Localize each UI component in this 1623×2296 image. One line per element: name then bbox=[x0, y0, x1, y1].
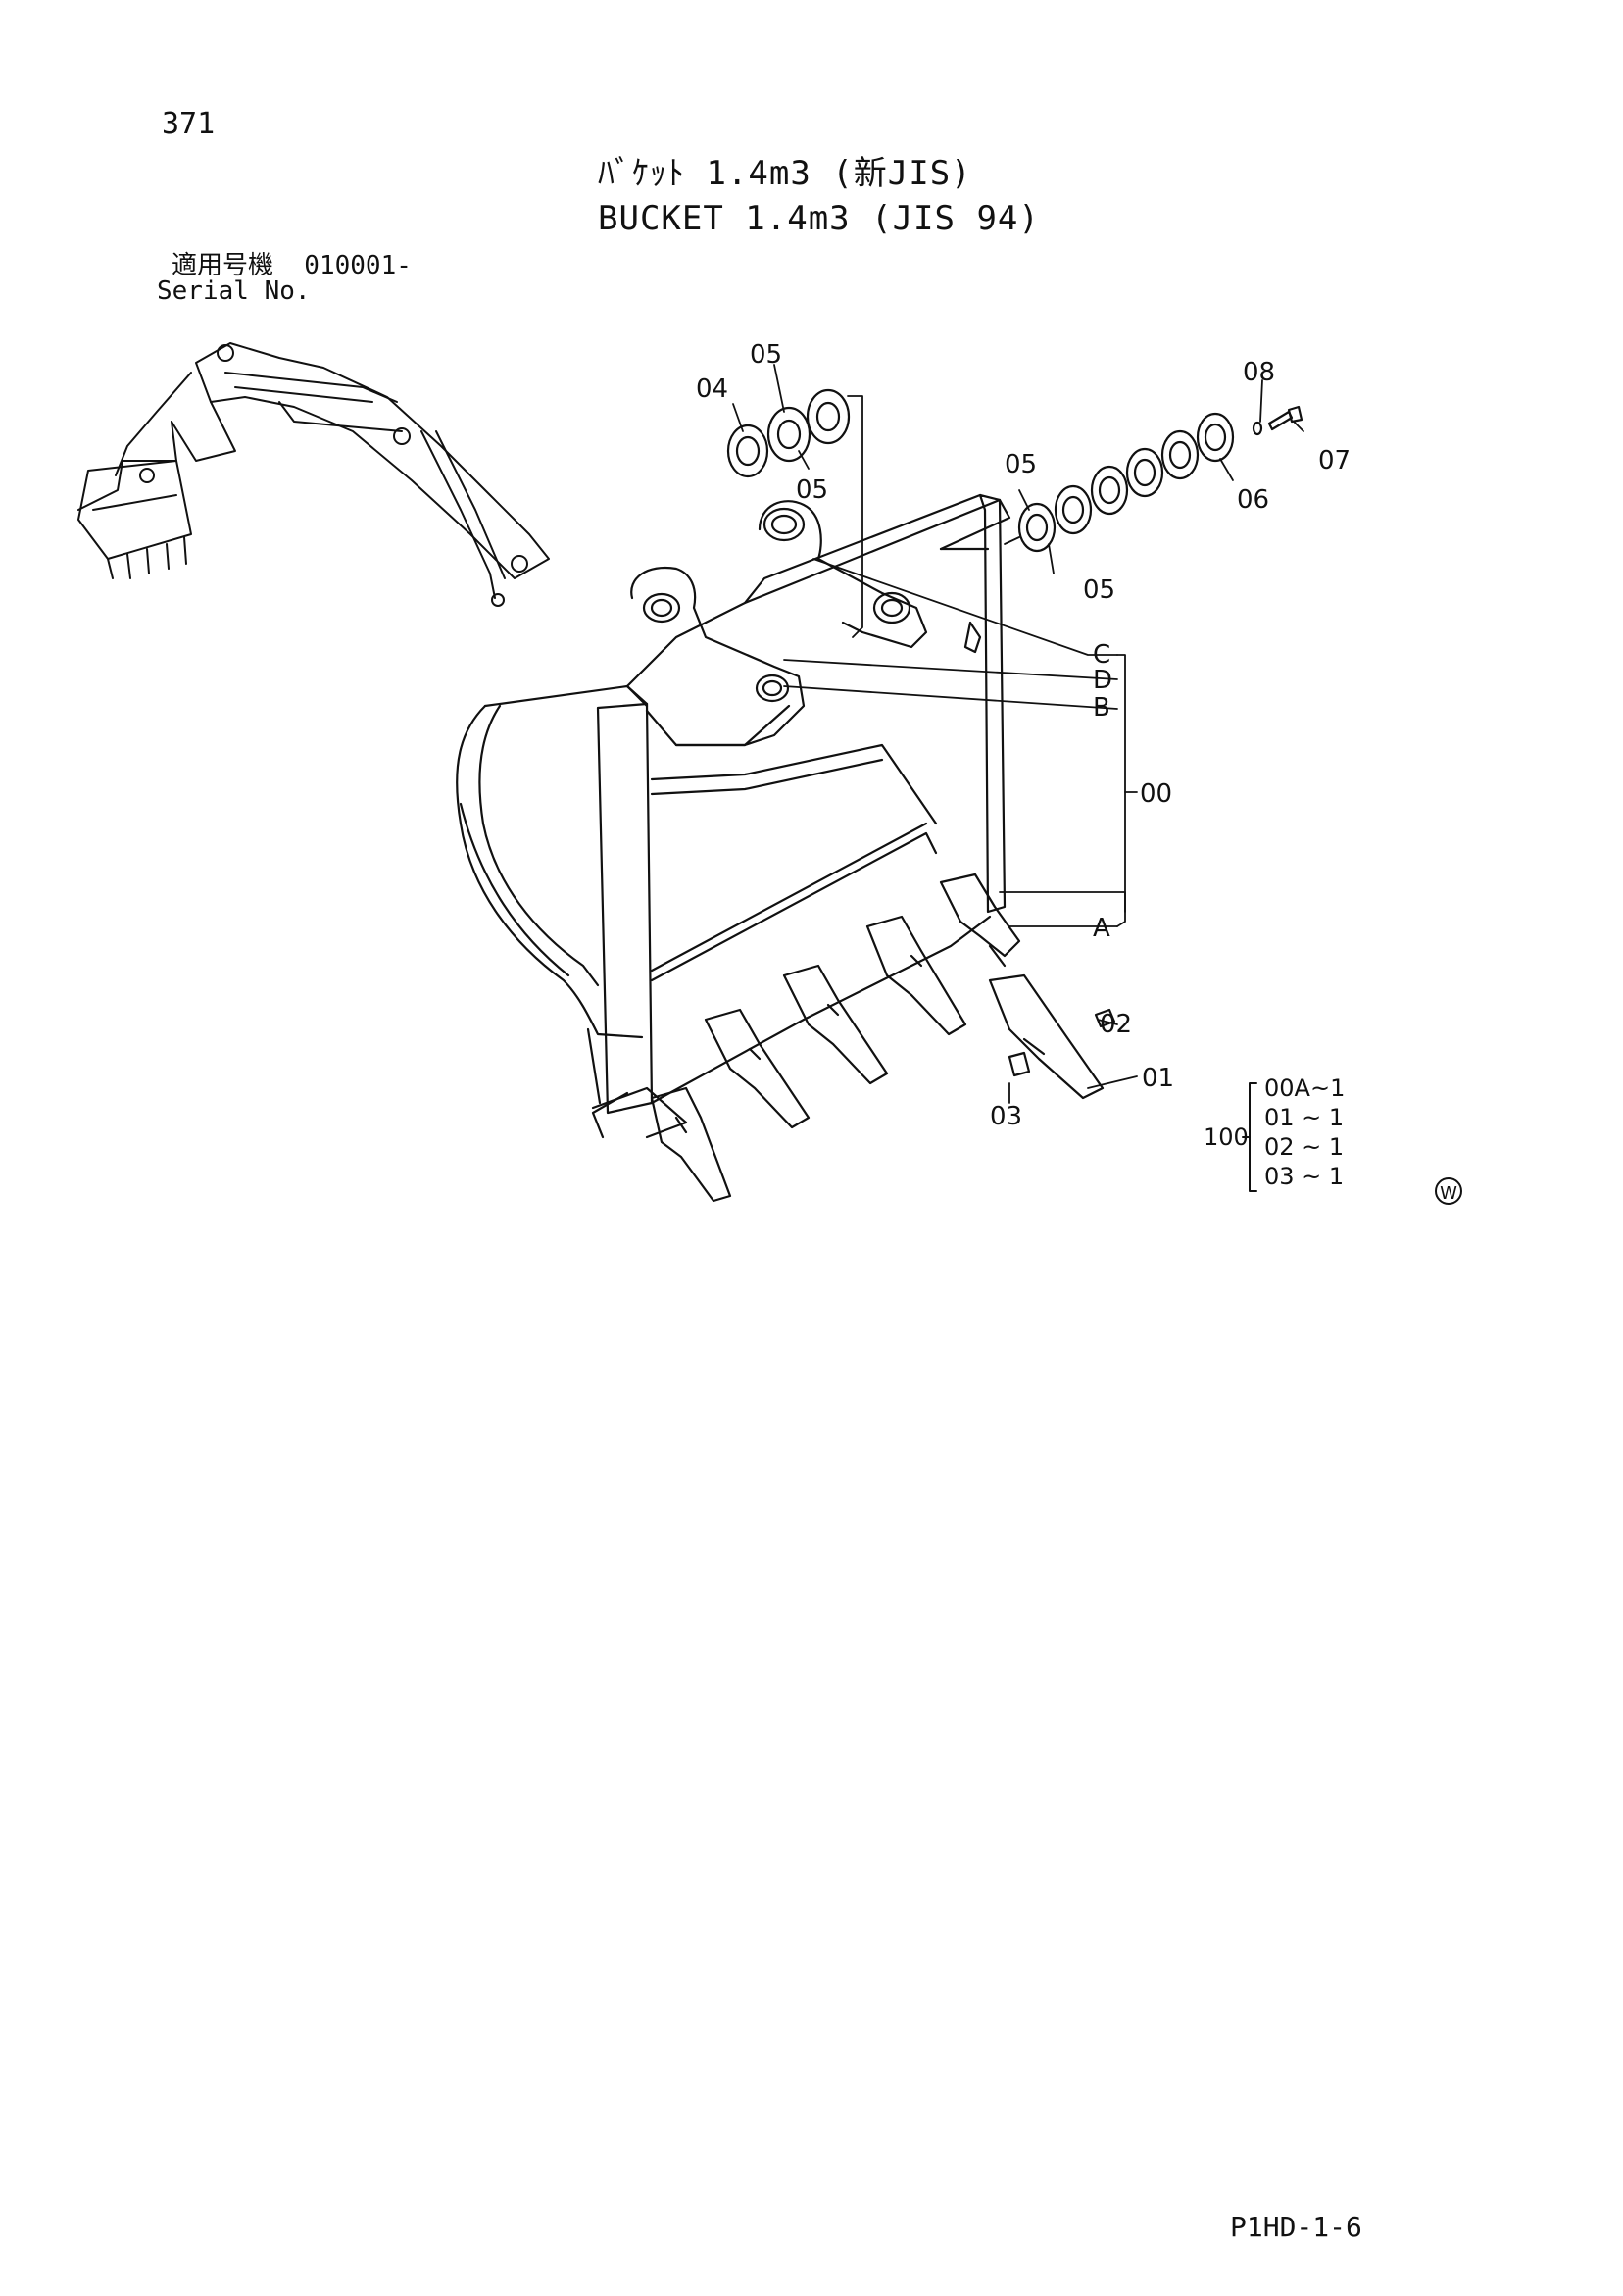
quantity-table: 100 00A~1 01 ~ 1 02 ~ 1 03 ~ 1 bbox=[1204, 1074, 1345, 1192]
bucket-teeth bbox=[650, 873, 1116, 1203]
callout-labels: 04 05 05 05 05 08 07 06 C D B 00 A 02 01… bbox=[696, 340, 1351, 1131]
footer-code: P1HD-1-6 bbox=[1230, 2211, 1362, 2243]
title-japanese: ﾊﾞｹｯﾄ 1.4m3 (新JIS) bbox=[598, 154, 972, 193]
callout-05: 05 bbox=[1083, 575, 1115, 605]
quantity-row: 03 ~ 1 bbox=[1264, 1163, 1344, 1190]
callout-A: A bbox=[1093, 914, 1110, 943]
title-english: BUCKET 1.4m3 (JIS 94) bbox=[598, 199, 1040, 238]
serial-label-japanese: 適用号機 010001- bbox=[172, 251, 412, 280]
quantity-group-number: 100 bbox=[1204, 1123, 1249, 1151]
quantity-row: 00A~1 bbox=[1264, 1074, 1345, 1102]
callout-05: 05 bbox=[796, 475, 828, 505]
callout-C: C bbox=[1093, 640, 1110, 670]
serial-label-english: Serial No. bbox=[157, 276, 311, 306]
callout-01: 01 bbox=[1142, 1064, 1174, 1093]
quantity-row: 01 ~ 1 bbox=[1264, 1104, 1344, 1131]
page-number: 371 bbox=[162, 107, 216, 141]
svg-text:W: W bbox=[1440, 1183, 1457, 1204]
callout-03: 03 bbox=[990, 1102, 1022, 1131]
leader-lines bbox=[732, 364, 1304, 1104]
callout-06: 06 bbox=[1237, 485, 1269, 515]
excavator-arm-thumbnail bbox=[77, 342, 550, 607]
callout-07: 07 bbox=[1318, 446, 1351, 475]
callout-D: D bbox=[1093, 666, 1112, 695]
callout-08: 08 bbox=[1243, 358, 1275, 387]
callout-05: 05 bbox=[1005, 450, 1037, 479]
quantity-row: 02 ~ 1 bbox=[1264, 1133, 1344, 1161]
callout-02: 02 bbox=[1100, 1010, 1132, 1039]
washer-parts bbox=[726, 388, 1303, 553]
callout-B: B bbox=[1093, 693, 1110, 723]
callout-04: 04 bbox=[696, 374, 728, 404]
callout-05: 05 bbox=[750, 340, 782, 370]
circled-w-mark: W bbox=[1435, 1177, 1462, 1205]
bucket-body bbox=[456, 493, 1011, 1139]
callout-00: 00 bbox=[1140, 779, 1172, 809]
